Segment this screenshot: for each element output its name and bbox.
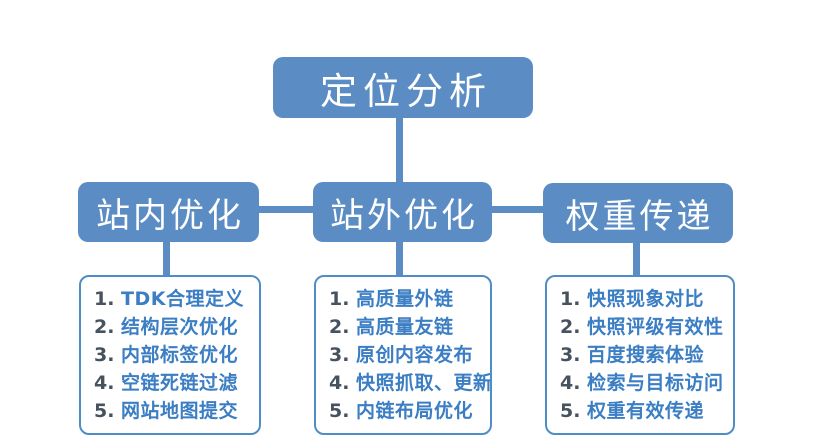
list-item: 1. 快照现象对比: [560, 285, 733, 313]
item-number: 4.: [94, 372, 115, 394]
list-item: 1. TDK合理定义: [94, 285, 259, 313]
item-number: 3.: [94, 344, 115, 366]
item-text: 高质量友链: [356, 316, 454, 338]
item-number: 4.: [329, 372, 350, 394]
item-number: 1.: [94, 288, 115, 310]
item-text: 百度搜索体验: [587, 344, 705, 366]
item-text: 空链死链过滤: [121, 372, 239, 394]
list-item: 4. 空链死链过滤: [94, 369, 259, 397]
item-number: 1.: [560, 288, 581, 310]
item-text: 快照评级有效性: [587, 316, 724, 338]
item-text: TDK合理定义: [121, 288, 244, 310]
list-item: 4. 快照抓取、更新: [329, 369, 490, 397]
connector-weight-to-panel: [633, 241, 640, 277]
item-text: 结构层次优化: [121, 316, 239, 338]
list-item: 5. 网站地图提交: [94, 397, 259, 425]
list-item: 3. 原创内容发布: [329, 341, 490, 369]
item-number: 5.: [329, 400, 350, 422]
branch-node-weight: 权重传递: [543, 183, 733, 243]
item-number: 3.: [560, 344, 581, 366]
connector-root-to-offsite: [396, 117, 403, 183]
item-text: 快照抓取、更新: [356, 372, 492, 394]
list-item: 2. 结构层次优化: [94, 313, 259, 341]
list-item: 3. 内部标签优化: [94, 341, 259, 369]
item-number: 2.: [329, 316, 350, 338]
branch-node-offsite: 站外优化: [313, 182, 492, 242]
panel-onsite: 1. TDK合理定义 2. 结构层次优化 3. 内部标签优化 4. 空链死链过滤…: [79, 275, 261, 435]
item-number: 2.: [560, 316, 581, 338]
list-item: 3. 百度搜索体验: [560, 341, 733, 369]
item-number: 2.: [94, 316, 115, 338]
connector-offsite-to-weight: [489, 206, 546, 213]
connector-offsite-to-panel: [396, 240, 403, 277]
item-text: 权重有效传递: [587, 400, 705, 422]
item-text: 网站地图提交: [121, 400, 239, 422]
item-text: 高质量外链: [356, 288, 454, 310]
branch-node-label: 站内优化: [96, 195, 244, 236]
root-node-label: 定位分析: [320, 69, 492, 113]
list-item: 2. 高质量友链: [329, 313, 490, 341]
item-text: 快照现象对比: [587, 288, 705, 310]
branch-node-label: 权重传递: [565, 196, 714, 237]
list-item: 5. 权重有效传递: [560, 397, 733, 425]
item-number: 5.: [94, 400, 115, 422]
item-number: 1.: [329, 288, 350, 310]
list-item: 1. 高质量外链: [329, 285, 490, 313]
branch-node-onsite: 站内优化: [78, 182, 259, 242]
root-node: 定位分析: [273, 57, 533, 118]
list-item: 2. 快照评级有效性: [560, 313, 733, 341]
connector-onsite-to-panel: [163, 240, 170, 277]
branch-node-label: 站外优化: [330, 195, 478, 236]
item-number: 5.: [560, 400, 581, 422]
item-text: 内链布局优化: [356, 400, 474, 422]
panel-weight: 1. 快照现象对比 2. 快照评级有效性 3. 百度搜索体验 4. 检索与目标访…: [545, 275, 735, 435]
list-item: 4. 检索与目标访问: [560, 369, 733, 397]
item-text: 内部标签优化: [121, 344, 239, 366]
connector-onsite-to-offsite: [256, 206, 316, 213]
list-item: 5. 内链布局优化: [329, 397, 490, 425]
item-number: 3.: [329, 344, 350, 366]
item-text: 检索与目标访问: [587, 372, 724, 394]
panel-offsite: 1. 高质量外链 2. 高质量友链 3. 原创内容发布 4. 快照抓取、更新 5…: [314, 275, 492, 435]
item-number: 4.: [560, 372, 581, 394]
item-text: 原创内容发布: [356, 344, 474, 366]
